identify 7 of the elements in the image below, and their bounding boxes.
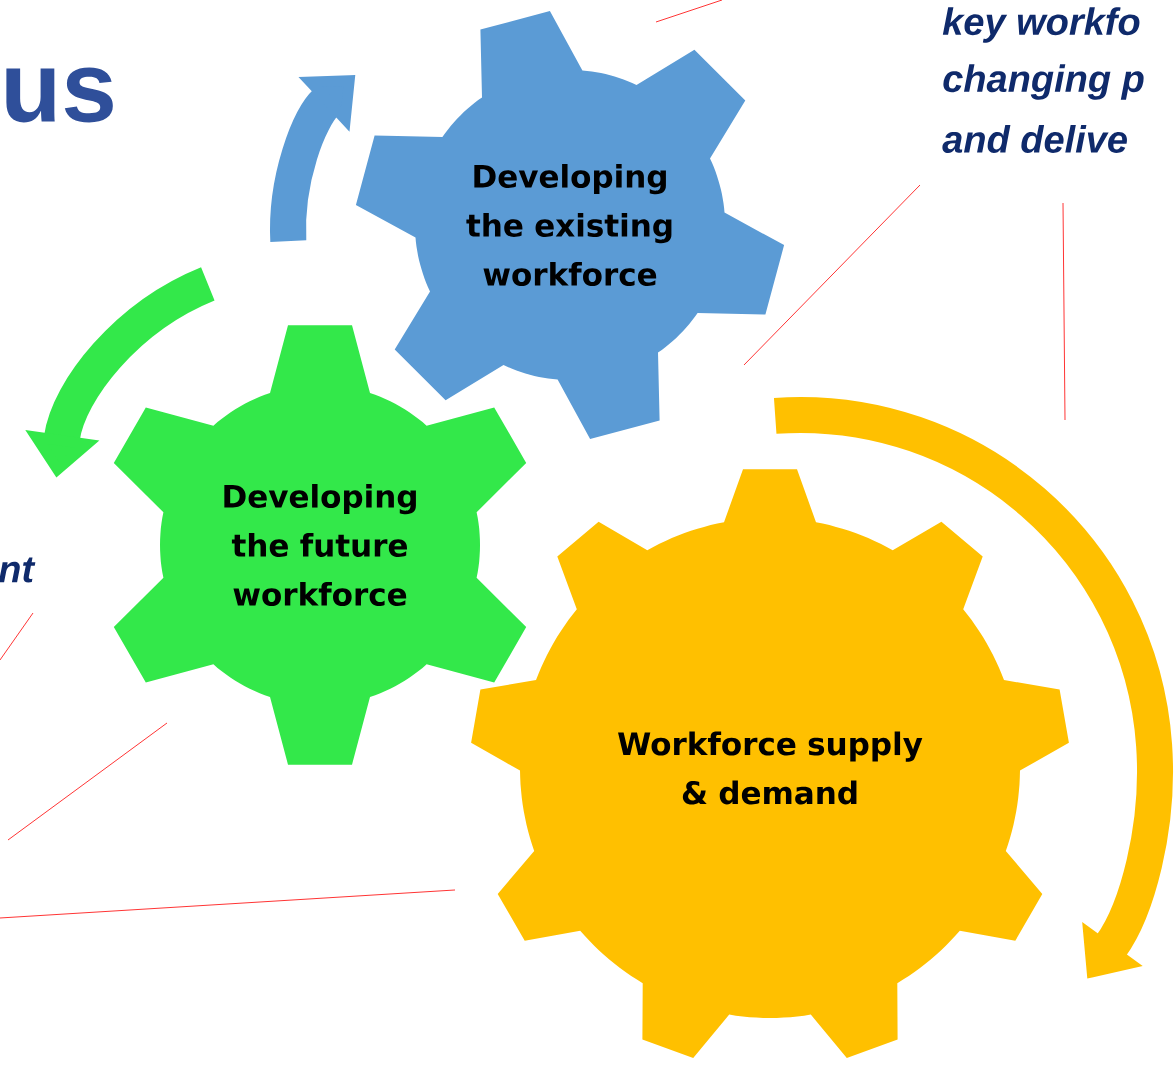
italic-text: and delive [942, 125, 1127, 153]
title-text: us [6, 67, 113, 123]
italic-text: key workfo [942, 7, 1140, 43]
gear: Developing the future workforce [113, 325, 527, 765]
gear: Developing the existing workforce [355, 10, 785, 440]
gear: Workforce supply & demand [471, 469, 1069, 1058]
italic-text: changing p [943, 64, 1144, 100]
